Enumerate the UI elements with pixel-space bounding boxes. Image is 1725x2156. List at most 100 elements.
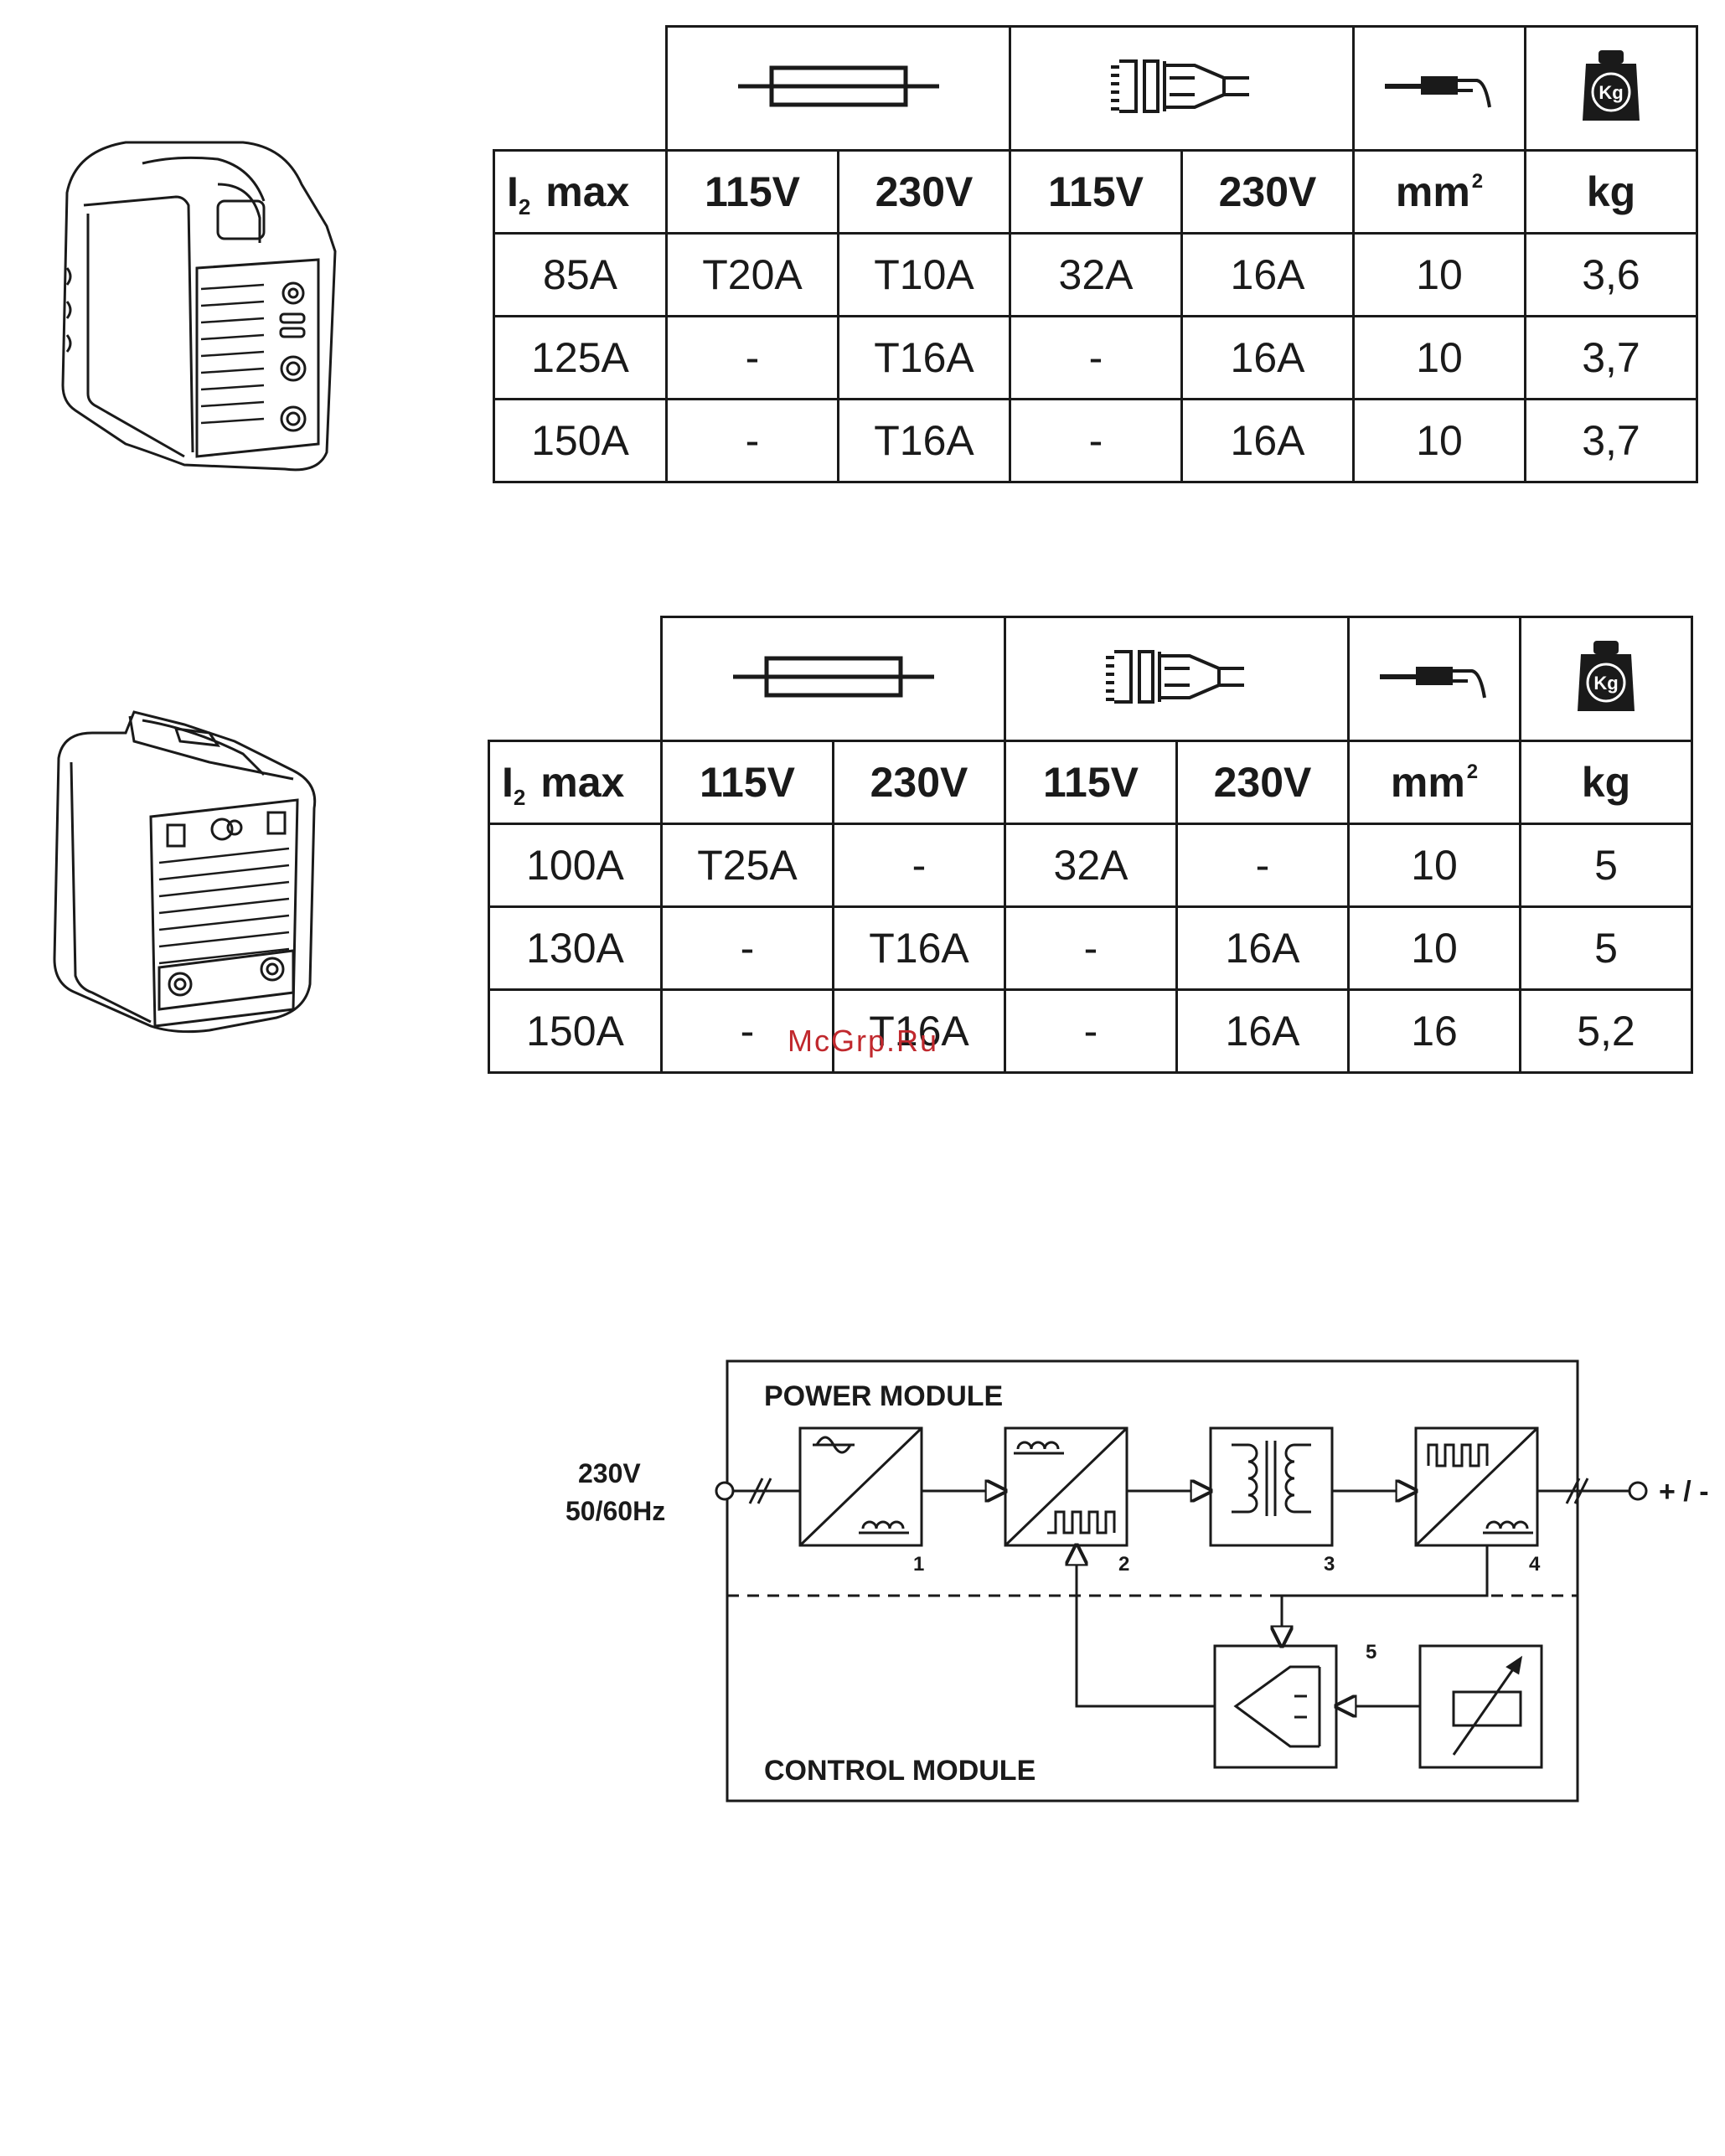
fuse-icon-cell: [665, 25, 1011, 152]
block-number-1: 1: [913, 1553, 924, 1576]
header-fuse-230: 230V: [837, 149, 1011, 235]
cell-cable: 10: [1347, 823, 1521, 908]
header-weight: kg: [1519, 740, 1693, 825]
fuse-icon-cell: [660, 616, 1006, 742]
cell-weight: 5: [1519, 905, 1693, 991]
cell-fuse-115: T20A: [665, 232, 839, 317]
cell-fuse-230: T16A: [837, 398, 1011, 483]
header-fuse-115: 115V: [665, 149, 839, 235]
cell-plug-230: 16A: [1180, 232, 1355, 317]
table-row: 125A - T16A - 16A 10 3,7: [493, 315, 1698, 400]
weight-icon-cell: Kg: [1524, 25, 1698, 152]
cable-icon-cell: [1352, 25, 1526, 152]
header-i2max: I2 max: [488, 740, 663, 825]
header-cable: mm2: [1347, 740, 1521, 825]
cell-fuse-115: -: [660, 905, 834, 991]
cell-plug-115: -: [1004, 988, 1178, 1074]
table-row: 130A - T16A - 16A 10 5: [488, 905, 1693, 991]
cell-fuse-115: -: [665, 315, 839, 400]
cell-plug-230: 16A: [1180, 315, 1355, 400]
block-3-transformer: [1209, 1426, 1334, 1547]
mains-plug-icon: [1105, 650, 1244, 704]
block-diagram: POWER MODULE CONTROL MODULE 230V 50/60Hz…: [566, 1344, 1717, 1813]
block-number-3: 3: [1324, 1553, 1335, 1576]
cell-cable: 16: [1347, 988, 1521, 1074]
fuse-icon: [737, 65, 939, 107]
cell-weight: 5,2: [1519, 988, 1693, 1074]
cell-cable: 10: [1352, 315, 1526, 400]
cell-i2: 130A: [488, 905, 663, 991]
header-plug-115: 115V: [1004, 740, 1178, 825]
input-frequency-label: 50/60Hz: [566, 1496, 665, 1526]
cell-fuse-230: -: [832, 823, 1006, 908]
cell-plug-115: -: [1004, 905, 1178, 991]
header-plug-115: 115V: [1009, 149, 1183, 235]
control-module-label: CONTROL MODULE: [764, 1755, 1036, 1787]
header-cable: mm2: [1352, 149, 1526, 235]
block-number-4: 4: [1529, 1553, 1541, 1576]
module-frame: [726, 1359, 1579, 1803]
welding-cable-icon: [1385, 76, 1491, 108]
header-weight: kg: [1524, 149, 1698, 235]
cell-weight: 3,6: [1524, 232, 1698, 317]
cell-i2: 100A: [488, 823, 663, 908]
block-2-inverter: [1004, 1426, 1128, 1547]
input-voltage-label: 230V: [578, 1458, 641, 1488]
cell-plug-115: -: [1009, 398, 1183, 483]
table-row: 150A - T16A - 16A 16 5,2: [488, 988, 1693, 1074]
blank-cell: [493, 26, 668, 152]
output-polarity-label: + / -: [1659, 1476, 1709, 1508]
cell-plug-230: -: [1175, 823, 1350, 908]
potentiometer-block: [1418, 1644, 1543, 1769]
header-plug-230: 230V: [1175, 740, 1350, 825]
cell-weight: 3,7: [1524, 315, 1698, 400]
fuse-icon: [732, 656, 934, 698]
block-number-5: 5: [1366, 1641, 1376, 1663]
weight-kg-icon: Kg: [1578, 641, 1635, 711]
weight-icon-cell: Kg: [1519, 616, 1693, 742]
header-plug-230: 230V: [1180, 149, 1355, 235]
cell-i2: 85A: [493, 232, 668, 317]
cell-i2: 125A: [493, 315, 668, 400]
cell-fuse-230: T16A: [832, 988, 1006, 1074]
cell-cable: 10: [1352, 232, 1526, 317]
plug-icon-cell: [1009, 25, 1355, 152]
power-module-label: POWER MODULE: [764, 1380, 1003, 1412]
cell-plug-230: 16A: [1175, 988, 1350, 1074]
cell-fuse-115: T25A: [660, 823, 834, 908]
cable-icon-cell: [1347, 616, 1521, 742]
spec-table-1: Kg I2 max 115V 230V 115V 230V mm2 kg 85A…: [493, 25, 1698, 483]
cell-i2: 150A: [493, 398, 668, 483]
block-4-output-rectifier: [1414, 1426, 1539, 1547]
weight-icon-label: Kg: [1593, 673, 1618, 694]
weight-kg-icon: Kg: [1583, 50, 1640, 121]
table-row: 85A T20A T10A 32A 16A 10 3,6: [493, 232, 1698, 317]
block-5-control-amplifier: [1213, 1644, 1338, 1769]
cell-plug-115: 32A: [1009, 232, 1183, 317]
block-1-rectifier: [798, 1426, 923, 1547]
spec-table-2: Kg I2 max 115V 230V 115V 230V mm2 kg 100…: [488, 616, 1693, 1074]
blank-cell: [488, 616, 663, 742]
cell-fuse-230: T10A: [837, 232, 1011, 317]
table-row: 150A - T16A - 16A 10 3,7: [493, 398, 1698, 483]
cell-plug-115: -: [1009, 315, 1183, 400]
watermark: McGrp.Ru: [788, 1024, 939, 1058]
table-row: 100A T25A - 32A - 10 5: [488, 823, 1693, 908]
block-number-2: 2: [1118, 1553, 1129, 1576]
plug-icon-cell: [1004, 616, 1350, 742]
welding-cable-icon: [1380, 667, 1486, 699]
cell-weight: 5: [1519, 823, 1693, 908]
header-fuse-115: 115V: [660, 740, 834, 825]
cell-plug-115: 32A: [1004, 823, 1178, 908]
cell-cable: 10: [1352, 398, 1526, 483]
weight-icon-label: Kg: [1598, 82, 1623, 103]
cell-fuse-230: T16A: [832, 905, 1006, 991]
mains-plug-icon: [1110, 59, 1249, 113]
cell-i2: 150A: [488, 988, 663, 1074]
welder-illustration-2: [42, 708, 327, 1043]
cell-fuse-115: -: [665, 398, 839, 483]
cell-fuse-115: -: [660, 988, 834, 1074]
cell-plug-230: 16A: [1175, 905, 1350, 991]
cell-fuse-230: T16A: [837, 315, 1011, 400]
welder-illustration-1: [50, 134, 343, 486]
